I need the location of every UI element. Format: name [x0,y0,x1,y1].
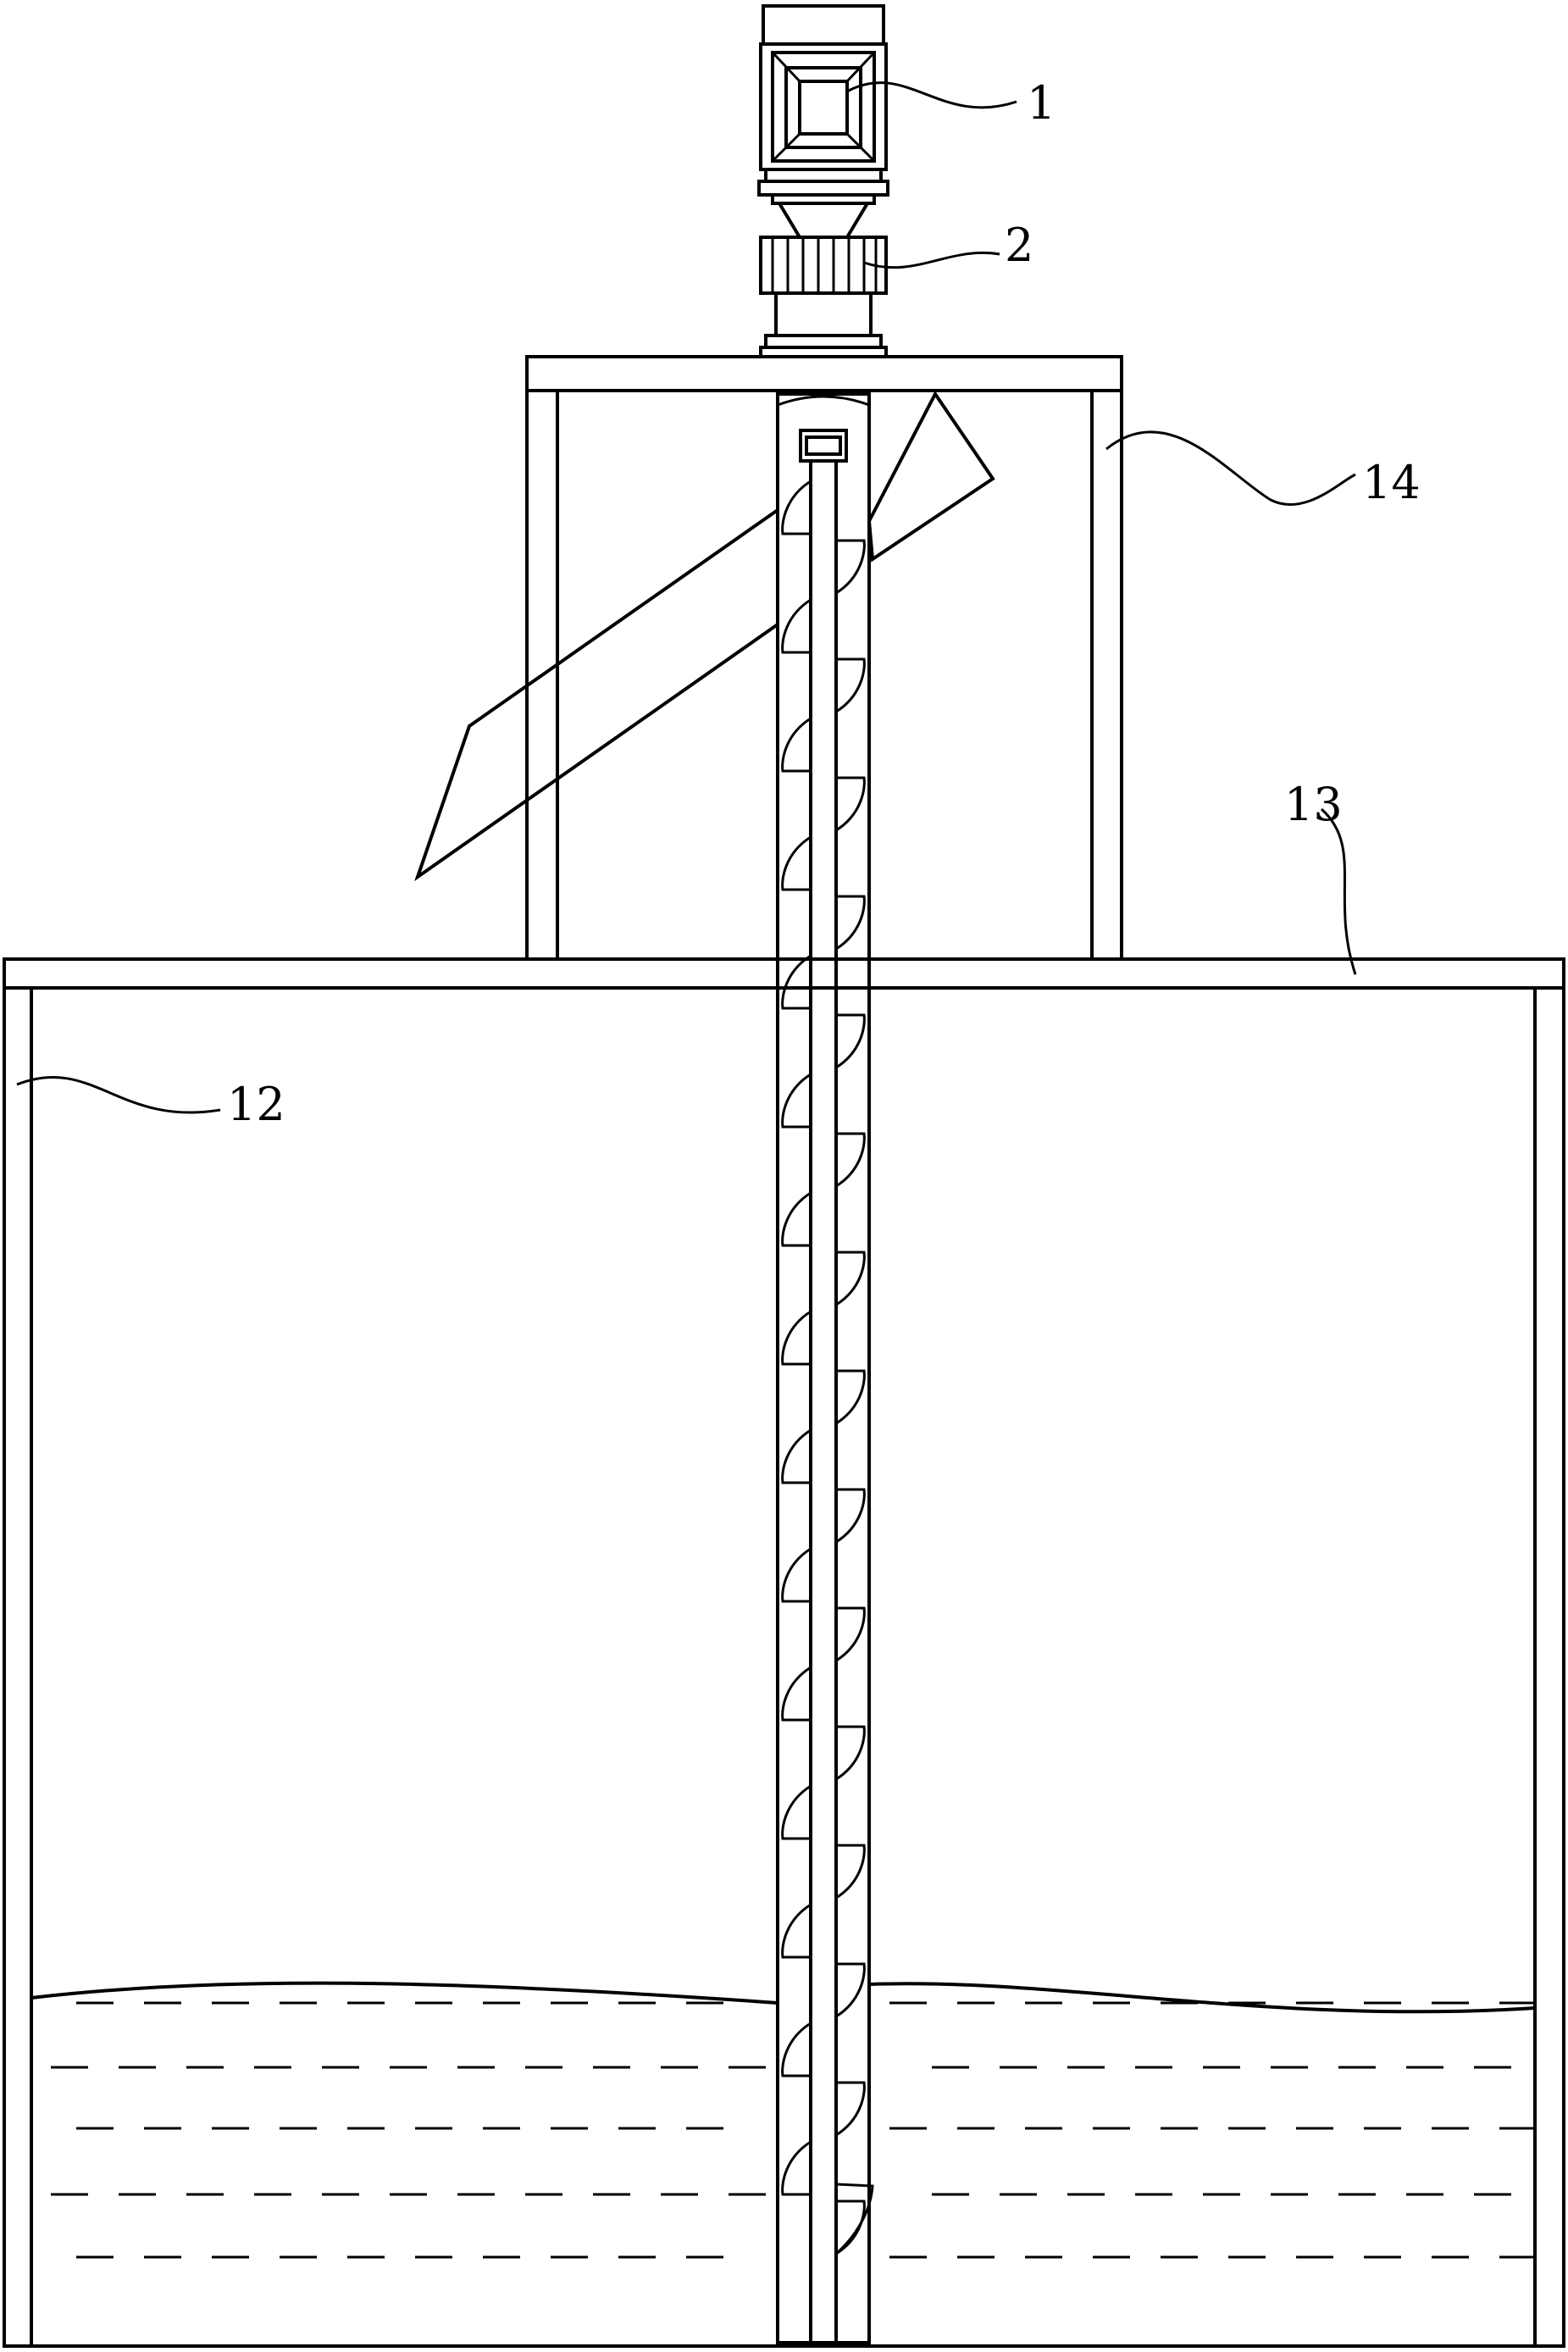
liquid [30,1981,1537,2259]
tank [3,957,1565,2348]
label-1: 1 [1027,76,1055,130]
discharge-chute [414,391,995,882]
label-13: 13 [1284,778,1343,831]
screw-flights [781,480,874,2255]
motor [757,4,889,205]
screw-conveyor [776,392,874,2344]
support-frame [525,355,1123,961]
label-14: 14 [1362,456,1421,509]
coupling [759,202,888,358]
liquid-dash-lines [51,2001,1537,2259]
leader-lines [16,81,1357,1114]
part-labels: 1 2 14 13 12 [227,76,1421,1131]
label-2: 2 [1005,219,1033,272]
label-12: 12 [227,1078,285,1131]
